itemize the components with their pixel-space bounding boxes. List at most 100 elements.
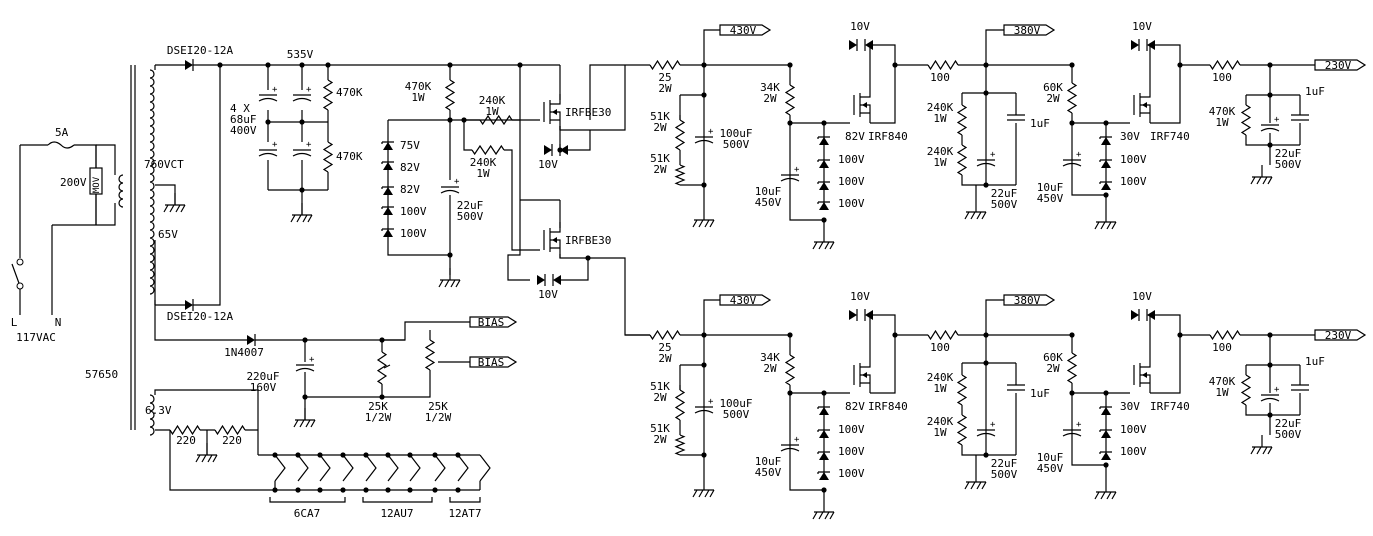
zener-bar	[817, 406, 830, 409]
gate-resistor	[444, 79, 456, 111]
zener-label: 82V	[845, 400, 865, 413]
rectifier-top-label: DSEI20-12A	[167, 44, 234, 57]
junction-dot	[299, 187, 305, 193]
junction-dot	[787, 332, 793, 338]
reference-zener	[383, 207, 393, 215]
tube-heater	[319, 454, 331, 482]
divider-resistor	[956, 414, 968, 446]
resistor-value: 100	[930, 71, 950, 84]
bleeder-label: 470K	[336, 86, 363, 99]
plus-sign: +	[1076, 420, 1082, 430]
mosfet-label: IRF840	[868, 400, 908, 413]
ground-symbol	[195, 443, 218, 463]
zener-bar	[381, 186, 394, 189]
junction-dot	[1103, 120, 1109, 126]
divider-resistor	[1240, 104, 1252, 136]
cap-value: 10uF	[1037, 451, 1064, 464]
resistor-rating: 2W	[1046, 92, 1060, 105]
zener-10v-label: 10V	[850, 290, 870, 303]
ground-symbol	[290, 203, 313, 223]
bias-resistor	[1066, 82, 1078, 114]
zener-10v-label: 10V	[538, 288, 558, 301]
zener-label: 82V	[845, 130, 865, 143]
ground-symbol	[1094, 480, 1117, 500]
junction-dot	[1069, 390, 1075, 396]
zener-bar	[1099, 429, 1112, 432]
film-capacitor	[1007, 384, 1025, 391]
junction-dot	[701, 182, 707, 188]
cap-bank-capacitor	[292, 94, 312, 102]
resistor-rating: 2W	[763, 362, 777, 375]
reference-zener	[1101, 137, 1111, 145]
rectifier-diode	[185, 300, 193, 310]
bias-capacitor	[295, 364, 315, 372]
cap-bank-count: 4 X	[230, 102, 250, 115]
mosfet-arrow	[862, 372, 867, 378]
zener-label: 100V	[1120, 445, 1147, 458]
transformer-part-label: 57650	[85, 368, 118, 381]
reference-zener	[819, 452, 829, 460]
wire	[869, 44, 896, 124]
bias-output-flag-label: BIAS	[478, 316, 505, 329]
rectifier-diode	[185, 60, 193, 70]
zener-label: 100V	[400, 205, 427, 218]
junction-dot	[407, 487, 413, 493]
zener-pair	[849, 310, 857, 320]
series-r-value: 240K	[479, 94, 506, 107]
junction-dot	[1267, 62, 1273, 68]
plus-sign: +	[794, 165, 800, 175]
zener-10v-label: 10V	[538, 158, 558, 171]
mosfet-label: IRF840	[868, 130, 908, 143]
zener-label: 100V	[838, 153, 865, 166]
filter-capacitor	[976, 159, 996, 167]
wire	[155, 184, 176, 205]
zener-label: 82V	[400, 161, 420, 174]
divider-resistor	[956, 374, 968, 406]
wire	[559, 65, 626, 131]
plus-sign: +	[990, 420, 996, 430]
junction-dot	[317, 487, 323, 493]
mov-varistor	[89, 167, 103, 195]
ground-symbol	[964, 470, 987, 490]
mains-label: 117VAC	[16, 331, 56, 344]
junction-dot	[455, 487, 461, 493]
divider-rating: 1W	[933, 112, 947, 125]
junction-dot	[385, 487, 391, 493]
reference-zener	[819, 160, 829, 168]
series-resistor	[649, 329, 681, 341]
divider-rating: 1W	[933, 382, 947, 395]
cap-bank-capacitor	[258, 149, 278, 157]
zener-label: 30V	[1120, 400, 1140, 413]
junction-dot	[701, 92, 707, 98]
gate-r-rating: 1W	[411, 91, 425, 104]
series-resistor	[1209, 329, 1241, 341]
mosfet-irf740	[1133, 357, 1151, 393]
filter-capacitor	[1260, 124, 1280, 132]
junction-dot	[1103, 192, 1109, 198]
zener-bar	[817, 159, 830, 162]
junction-dot	[325, 62, 331, 68]
junction-dot	[299, 62, 305, 68]
plus-sign: +	[309, 355, 315, 365]
wire	[679, 65, 705, 186]
junction-dot	[821, 390, 827, 396]
pot-rating: 1/2W	[365, 411, 392, 424]
mov-voltage-label: 200V	[60, 176, 87, 189]
wire	[154, 240, 248, 341]
ground-symbol	[438, 268, 461, 288]
wire	[985, 299, 1004, 335]
tube-label-12au7: 12AU7	[380, 507, 413, 520]
mosfet-irf840	[853, 357, 871, 393]
wire	[1071, 335, 1130, 466]
wire	[267, 65, 329, 215]
zener-label: 100V	[838, 175, 865, 188]
cap-rating: 450V	[755, 196, 782, 209]
ground-symbol	[1094, 210, 1117, 230]
pot-value: 25K	[368, 400, 388, 413]
filter-capacitor	[1062, 159, 1082, 167]
filter-capacitor	[1260, 394, 1280, 402]
cap-rating: 500V	[991, 198, 1018, 211]
heater-r-label: 220	[222, 434, 242, 447]
series-resistor	[927, 59, 959, 71]
